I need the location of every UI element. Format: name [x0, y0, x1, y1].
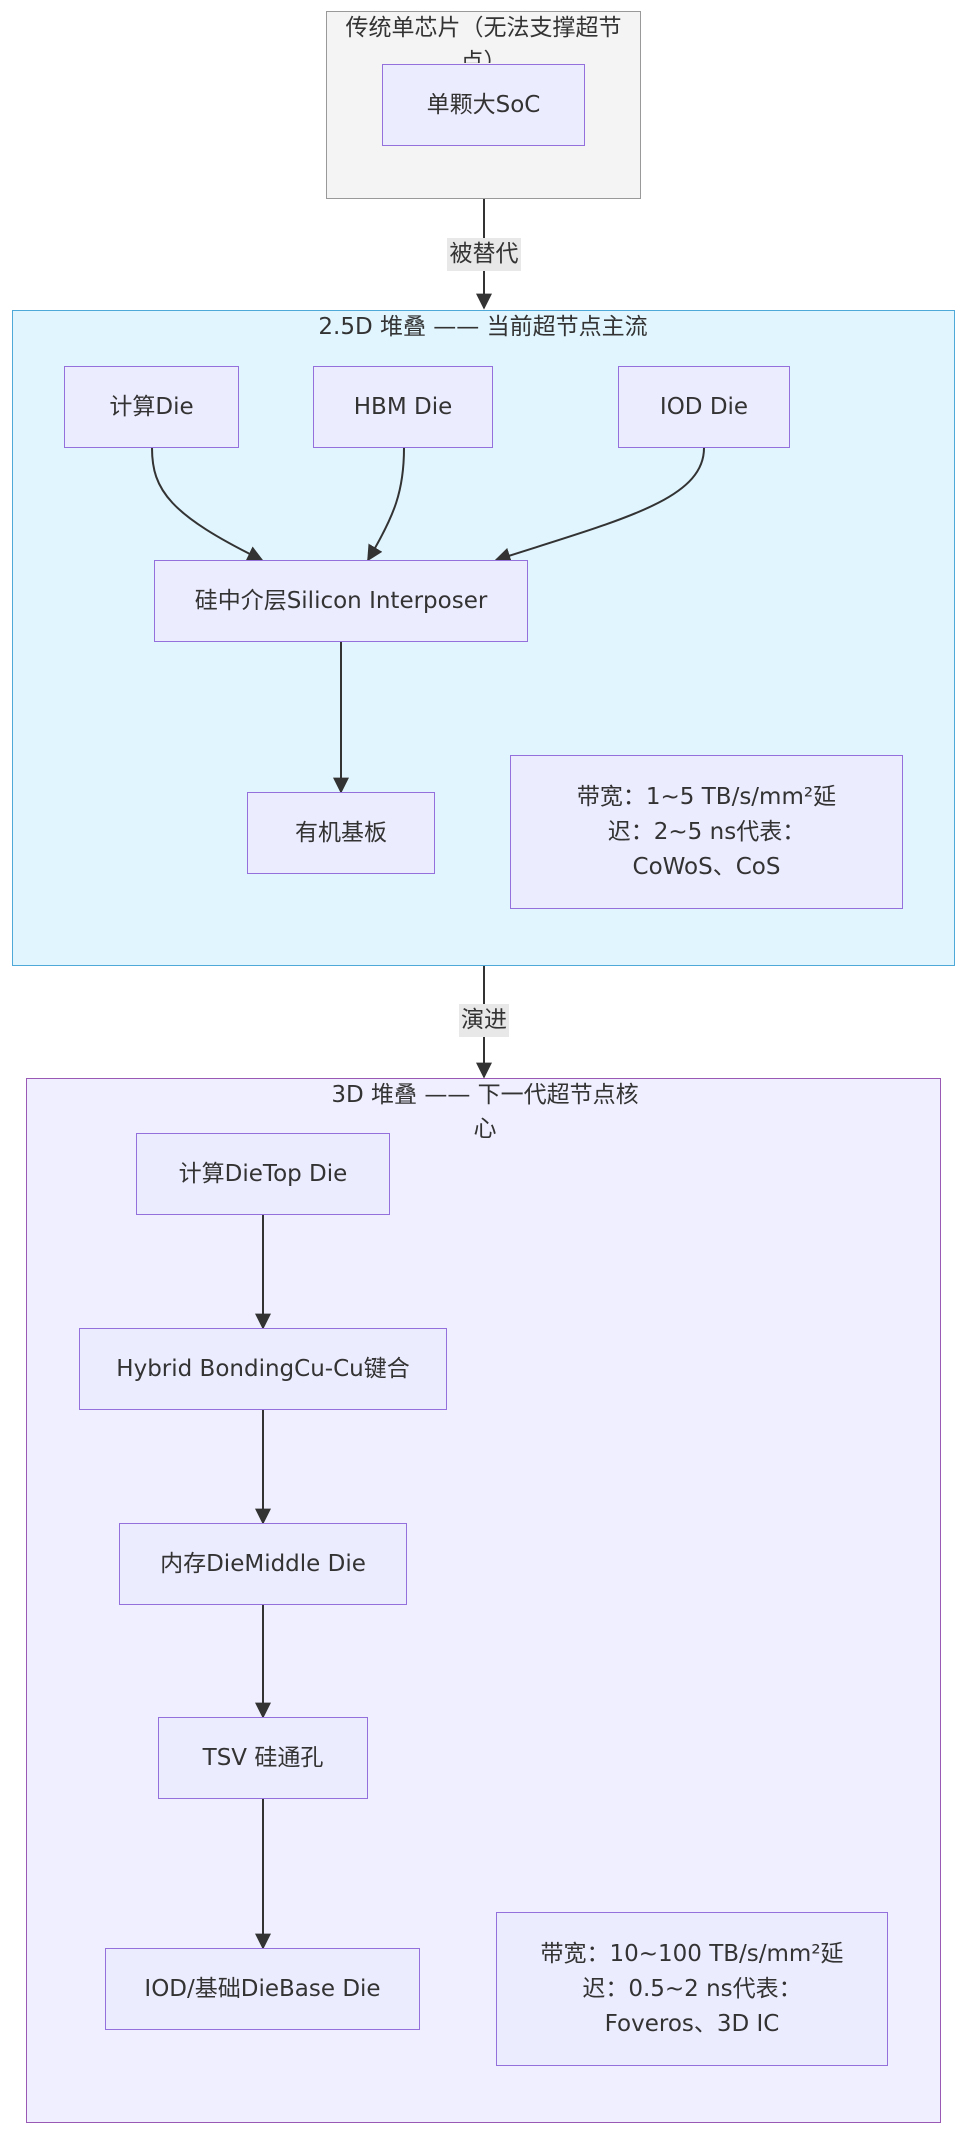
- edge-iod-to-interposer: [494, 447, 705, 564]
- cluster-3d-title: 3D 堆叠 —— 下一代超节点核心: [331, 1082, 639, 1142]
- node-organic-substrate: 有机基板: [247, 792, 435, 874]
- node-silicon-interposer: 硅中介层Silicon Interposer: [154, 560, 528, 642]
- node-tsv: TSV 硅通孔: [158, 1717, 368, 1799]
- edge-compute-to-interposer: [151, 447, 264, 561]
- node-hbm-die: HBM Die: [313, 366, 493, 448]
- cluster-traditional-title: 传统单芯片（无法支撑超节点）: [345, 15, 622, 63]
- node-note-25d: 带宽：1~5 TB/s/mm²延迟：2~5 ns代表：CoWoS、CoS: [510, 755, 903, 909]
- node-middle-die: 内存DieMiddle Die: [119, 1523, 407, 1605]
- node-note-3d: 带宽：10~100 TB/s/mm²延迟：0.5~2 ns代表：Foveros、…: [496, 1912, 888, 2066]
- node-iod-die: IOD Die: [618, 366, 790, 448]
- node-top-die: 计算DieTop Die: [136, 1133, 390, 1215]
- edge-label-evolves: 演进: [459, 1004, 509, 1037]
- node-compute-die: 计算Die: [64, 366, 239, 448]
- node-hybrid-bonding: Hybrid BondingCu-Cu键合: [79, 1328, 447, 1410]
- edge-hbm-to-interposer: [367, 447, 405, 562]
- node-single-soc: 单颗大SoC: [382, 64, 585, 146]
- edge-label-replaced: 被替代: [447, 238, 521, 271]
- cluster-25d-title: 2.5D 堆叠 —— 当前超节点主流: [318, 314, 648, 340]
- node-base-die: IOD/基础DieBase Die: [105, 1948, 420, 2030]
